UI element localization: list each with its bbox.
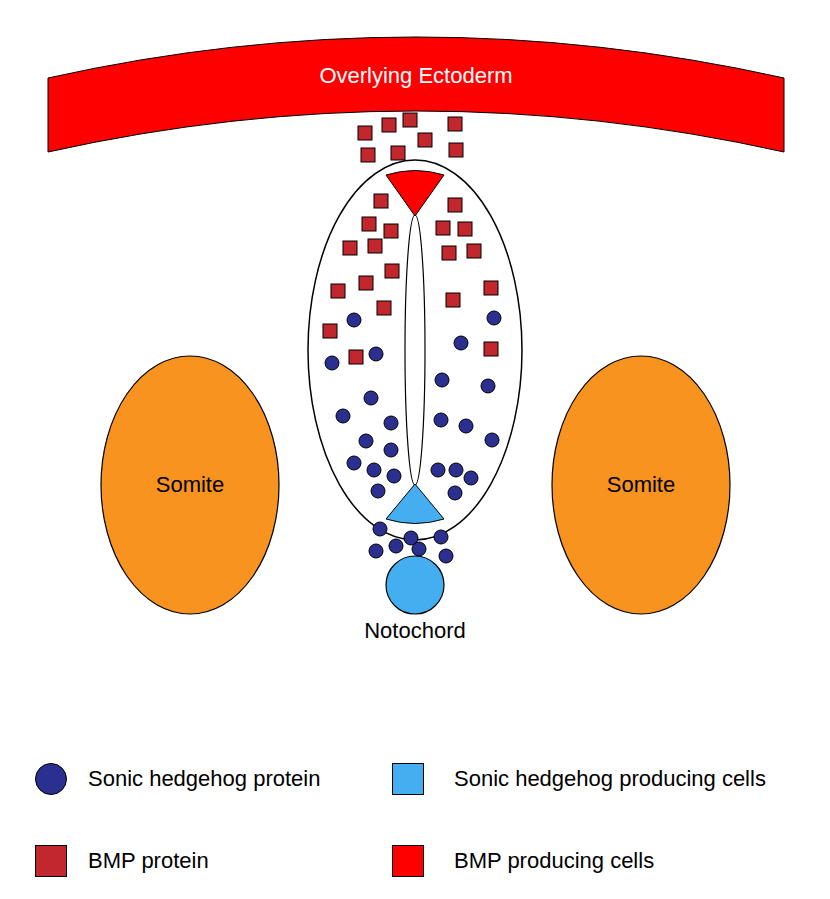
shh-protein <box>325 356 339 370</box>
bmp-protein <box>484 281 498 295</box>
shh-protein <box>449 463 463 477</box>
notochord-shape <box>386 556 444 614</box>
bmp-protein <box>343 241 357 255</box>
bmp-protein <box>448 117 462 131</box>
legend-item: Sonic hedgehog protein <box>35 763 320 795</box>
shh-protein <box>464 471 478 485</box>
bmp-protein <box>368 239 382 253</box>
bmp-protein <box>467 244 481 258</box>
legend-item: BMP producing cells <box>392 845 654 877</box>
bmp-protein <box>331 284 345 298</box>
roof-plate <box>386 171 444 217</box>
legend-item: BMP protein <box>35 845 209 877</box>
legend-swatch <box>392 845 424 877</box>
shh-protein <box>347 313 361 327</box>
bmp-protein <box>362 217 376 231</box>
shh-protein <box>373 522 387 536</box>
shh-protein <box>481 379 495 393</box>
bmp-protein <box>384 224 398 238</box>
shh-protein <box>384 443 398 457</box>
shh-protein <box>485 433 499 447</box>
ectoderm-band: Overlying Ectoderm <box>48 0 784 156</box>
legend-label: BMP protein <box>88 848 209 874</box>
bmp-protein <box>458 222 472 236</box>
bmp-protein <box>349 350 363 364</box>
legend-label: Sonic hedgehog protein <box>88 766 320 792</box>
somite-shape <box>552 356 730 614</box>
shh-protein <box>336 409 350 423</box>
legend-swatch <box>35 845 67 877</box>
bmp-protein <box>446 293 460 307</box>
shh-protein <box>434 413 448 427</box>
bmp-protein <box>385 264 399 278</box>
legend-swatch <box>35 763 67 795</box>
legend-swatch <box>392 763 424 795</box>
shh-protein <box>384 416 398 430</box>
shh-protein <box>459 419 473 433</box>
somite: Somite <box>551 355 731 615</box>
bmp-protein <box>377 301 391 315</box>
shh-protein <box>439 549 453 563</box>
shh-protein <box>371 484 385 498</box>
shh-protein <box>431 463 445 477</box>
shh-protein <box>448 486 462 500</box>
bmp-protein <box>359 276 373 290</box>
bmp-protein <box>391 146 405 160</box>
shh-protein <box>487 311 501 325</box>
somite-shape <box>101 356 279 614</box>
bmp-protein <box>361 148 375 162</box>
shh-protein <box>454 336 468 350</box>
shh-protein <box>367 463 381 477</box>
shh-protein <box>387 469 401 483</box>
bmp-protein <box>442 246 456 260</box>
neural-tube <box>308 160 522 540</box>
shh-protein <box>412 542 426 556</box>
shh-protein <box>434 530 448 544</box>
bmp-protein <box>484 342 498 356</box>
bmp-protein <box>382 118 396 132</box>
somite: Somite <box>100 355 280 615</box>
bmp-protein <box>403 113 417 127</box>
node-label: Overlying Ectoderm <box>319 63 512 89</box>
node-label: Somite <box>607 472 675 498</box>
legend-item: Sonic hedgehog producing cells <box>392 763 766 795</box>
legend-label: BMP producing cells <box>454 848 654 874</box>
node-shape <box>355 555 475 660</box>
bmp-protein <box>418 133 432 147</box>
bmp-protein <box>449 143 463 157</box>
bmp-protein <box>448 198 462 212</box>
legend-label: Sonic hedgehog producing cells <box>454 766 766 792</box>
shh-protein <box>359 434 373 448</box>
bmp-protein <box>436 221 450 235</box>
bmp-protein <box>374 194 388 208</box>
notochord: Notochord <box>355 555 475 660</box>
node-label: Somite <box>156 472 224 498</box>
shh-protein <box>435 373 449 387</box>
shh-protein <box>364 391 378 405</box>
bmp-protein <box>358 126 372 140</box>
node-label: Notochord <box>364 618 466 644</box>
shh-protein <box>347 456 361 470</box>
shh-protein <box>389 539 403 553</box>
shh-protein <box>369 347 383 361</box>
ectoderm-shape <box>48 37 784 152</box>
floor-plate <box>386 484 444 524</box>
neural-tube-lumen <box>405 215 425 485</box>
bmp-protein <box>323 324 337 338</box>
shh-protein <box>369 544 383 558</box>
